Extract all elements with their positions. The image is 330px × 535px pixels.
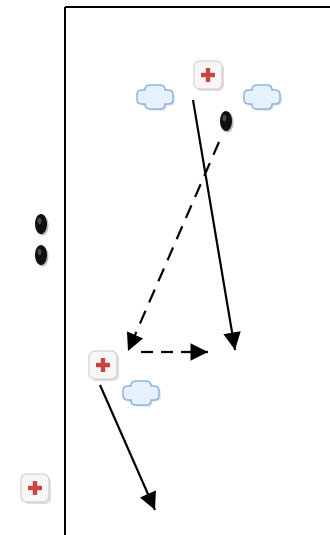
dashed-pass-arrow-diagonal <box>126 141 221 352</box>
player-top-icon <box>193 60 225 92</box>
defender-right-icon <box>243 84 283 112</box>
defender-left-icon <box>136 84 176 112</box>
defender-middle-icon <box>122 380 162 408</box>
solid-run-arrow-bottom <box>98 384 157 511</box>
solid-run-arrow-top <box>191 99 241 351</box>
cone-left-upper-icon <box>35 214 49 236</box>
player-bottom-icon <box>20 473 52 505</box>
player-middle-icon <box>88 350 120 382</box>
cone-left-lower-icon <box>35 245 49 267</box>
cone-right-icon <box>220 111 234 133</box>
